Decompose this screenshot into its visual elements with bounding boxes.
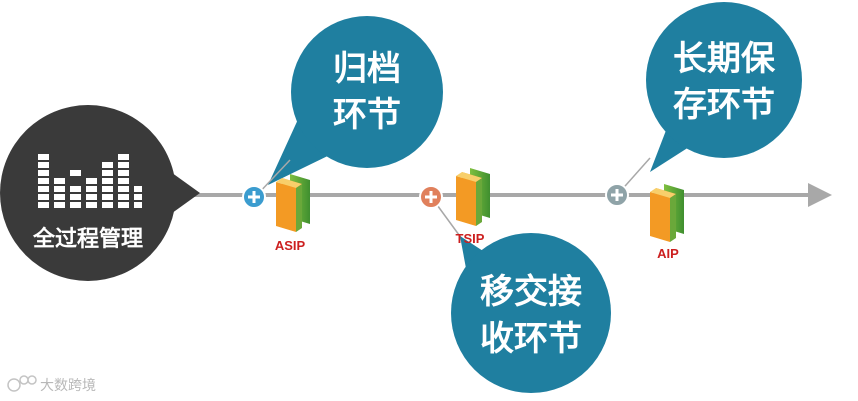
hub-label: 全过程管理 xyxy=(32,226,143,252)
stage-aip: 长期保 存环节 AIP xyxy=(606,2,802,261)
add-node-icon[interactable] xyxy=(420,186,442,208)
stage-asip-bubble: 归档 环节 xyxy=(268,16,443,185)
hub-pointer xyxy=(168,170,200,216)
hub-circle xyxy=(0,105,176,281)
package-label: TSIP xyxy=(456,231,485,246)
arrow-head xyxy=(808,183,832,207)
bubble-circle xyxy=(646,2,802,158)
stage-aip-bubble: 长期保 存环节 xyxy=(646,2,802,172)
hub-node: 全过程管理 xyxy=(0,105,200,281)
bubble-circle xyxy=(291,16,443,168)
bubble-line-2: 环节 xyxy=(333,95,401,135)
book-package-icon xyxy=(276,174,310,232)
package-label: AIP xyxy=(657,246,679,261)
bubble-line-1: 归档 xyxy=(333,49,401,89)
bubble-line-2: 收环节 xyxy=(480,319,582,359)
add-node-icon[interactable] xyxy=(606,184,628,206)
watermark: 大数跨境 xyxy=(8,376,96,394)
watermark-logo-icon xyxy=(8,376,36,391)
bubble-circle xyxy=(451,233,611,393)
book-package-icon xyxy=(650,184,684,242)
bubble-line-2: 存环节 xyxy=(673,85,775,125)
book-package-icon xyxy=(456,168,490,226)
add-node-icon[interactable] xyxy=(243,186,265,208)
stage-tsip-bubble: 移交接 收环节 xyxy=(451,233,611,393)
stage-tsip: 移交接 收环节 TSIP xyxy=(420,168,611,393)
stage-asip: 归档 环节 ASIP xyxy=(243,16,443,253)
bubble-line-1: 长期保 xyxy=(673,39,776,79)
package-label: ASIP xyxy=(275,238,306,253)
watermark-text: 大数跨境 xyxy=(40,378,96,394)
bubble-line-1: 移交接 xyxy=(480,272,582,312)
